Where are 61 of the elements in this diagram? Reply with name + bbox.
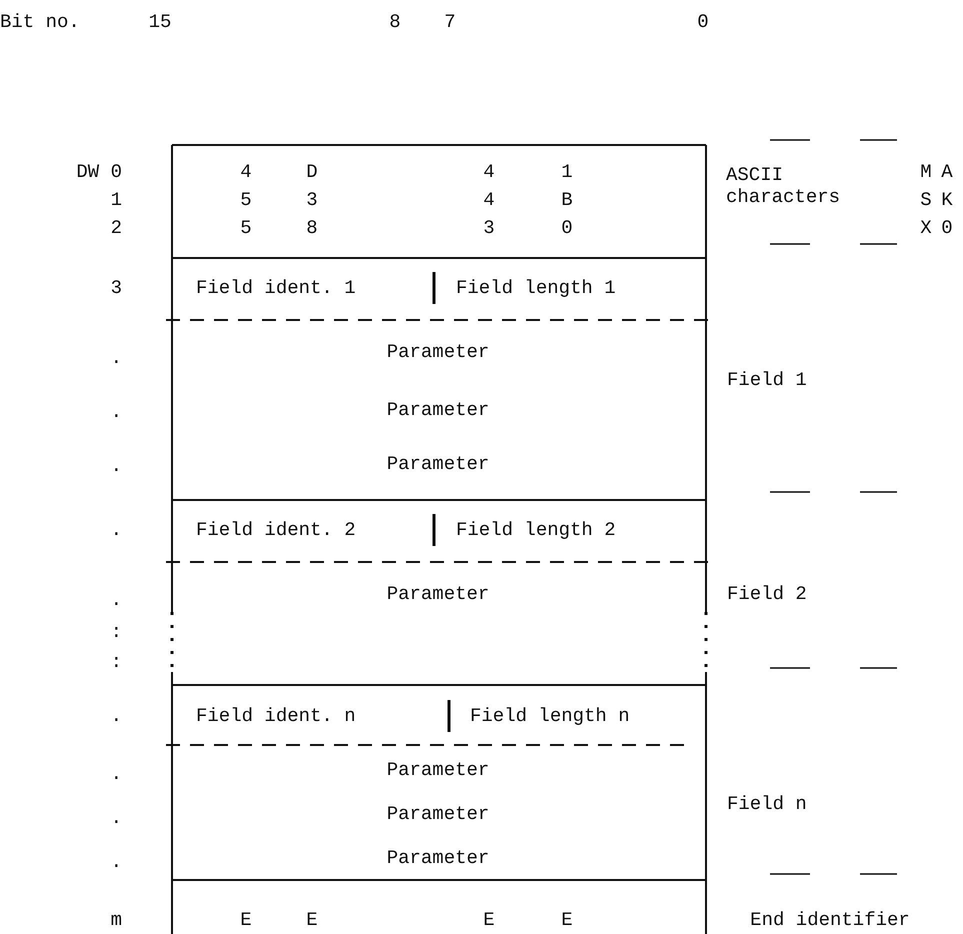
- bit-number: 7: [444, 11, 456, 33]
- group-label: ASCII characters: [726, 164, 842, 208]
- continuation-dots: :: [110, 651, 122, 673]
- axis-caption: Bit no.: [0, 11, 80, 33]
- hex-digit: 0: [561, 217, 573, 239]
- parameter-text: Parameter: [386, 583, 490, 605]
- end-code: E: [240, 909, 252, 931]
- row-label: .: [110, 589, 122, 611]
- end-code: E: [483, 909, 495, 931]
- ascii-char: K: [941, 189, 953, 211]
- field-label: Field 2: [727, 583, 807, 605]
- row-label: .: [110, 401, 122, 423]
- field-header: Field length n: [470, 705, 630, 727]
- ascii-char: S: [920, 189, 932, 211]
- field-label: Field n: [727, 793, 807, 815]
- row-label: 3: [110, 277, 122, 299]
- hex-digit: 1: [561, 161, 573, 183]
- hex-digit: 3: [306, 189, 318, 211]
- hex-digit: 3: [483, 217, 495, 239]
- end-code: E: [306, 909, 318, 931]
- field-header: Field length 2: [456, 519, 616, 541]
- field-header: Field ident. 1: [196, 277, 356, 299]
- bit-number: 15: [148, 11, 172, 33]
- row-label: .: [110, 519, 122, 541]
- parameter-text: Parameter: [386, 847, 490, 869]
- parameter-text: Parameter: [386, 803, 490, 825]
- parameter-text: Parameter: [386, 341, 490, 363]
- parameter-text: Parameter: [386, 759, 490, 781]
- field-header: Field ident. n: [196, 705, 356, 727]
- row-label: 1: [110, 189, 122, 211]
- hex-digit: 5: [240, 189, 252, 211]
- parameter-text: Parameter: [386, 399, 490, 421]
- field-header: Field length 1: [456, 277, 616, 299]
- bit-number: 0: [697, 11, 709, 33]
- hex-digit: 5: [240, 217, 252, 239]
- hex-digit: 8: [306, 217, 318, 239]
- ascii-char: 0: [941, 217, 953, 239]
- row-label: m: [110, 909, 122, 931]
- hex-digit: D: [306, 161, 318, 183]
- ascii-char: A: [941, 161, 953, 183]
- ascii-char: M: [920, 161, 932, 183]
- hex-digit: 4: [483, 189, 495, 211]
- group-label: End identifier: [750, 909, 910, 931]
- parameter-text: Parameter: [386, 453, 490, 475]
- row-label: .: [110, 763, 122, 785]
- ascii-char: X: [920, 217, 932, 239]
- row-label: .: [110, 705, 122, 727]
- row-label: .: [110, 807, 122, 829]
- hex-digit: 4: [483, 161, 495, 183]
- row-label: .: [110, 851, 122, 873]
- hex-digit: 4: [240, 161, 252, 183]
- hex-digit: B: [561, 189, 573, 211]
- row-label: .: [110, 455, 122, 477]
- row-label: DW 0: [76, 161, 122, 183]
- bit-number: 8: [389, 11, 401, 33]
- field-header: Field ident. 2: [196, 519, 356, 541]
- end-code: E: [561, 909, 573, 931]
- field-label: Field 1: [727, 369, 807, 391]
- row-label: .: [110, 347, 122, 369]
- row-label: 2: [110, 217, 122, 239]
- continuation-dots: :: [110, 621, 122, 643]
